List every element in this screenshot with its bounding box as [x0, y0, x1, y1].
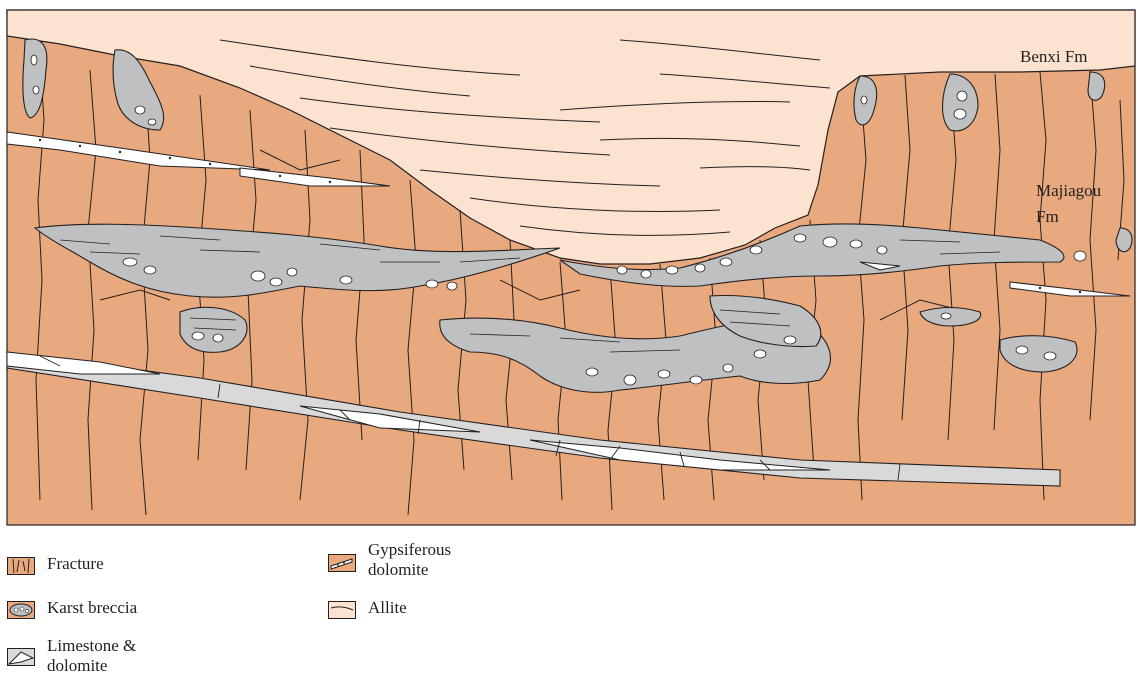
legend-fracture: Fracture	[7, 554, 104, 575]
gypsiferous-dolomite-swatch-icon	[328, 554, 356, 572]
legend-gypsiferous-dolomite: Gypsiferous dolomite	[328, 540, 451, 580]
fracture-swatch-icon	[7, 557, 35, 575]
karst-breccia-swatch-icon	[7, 601, 35, 619]
legend-gypsiferous-dolomite-label: Gypsiferous dolomite	[368, 540, 451, 580]
legend-limestone-dolomite-label: Limestone & dolomite	[47, 636, 136, 676]
majiagou-fm-label-line1: Majiagou	[1036, 181, 1102, 200]
legend-karst-breccia: Karst breccia	[7, 598, 137, 619]
geologic-cross-section: Benxi Fm Majiagou Fm	[0, 0, 1137, 530]
legend-fracture-label: Fracture	[47, 554, 104, 574]
legend-limestone-dolomite: Limestone & dolomite	[7, 636, 136, 676]
limestone-dolomite-swatch-icon	[7, 648, 35, 666]
majiagou-fm-label-line2: Fm	[1036, 207, 1059, 226]
legend-karst-breccia-label: Karst breccia	[47, 598, 137, 618]
legend-allite: Allite	[328, 598, 407, 619]
legend-allite-label: Allite	[368, 598, 407, 618]
allite-swatch-icon	[328, 601, 356, 619]
benxi-fm-label: Benxi Fm	[1020, 47, 1088, 66]
